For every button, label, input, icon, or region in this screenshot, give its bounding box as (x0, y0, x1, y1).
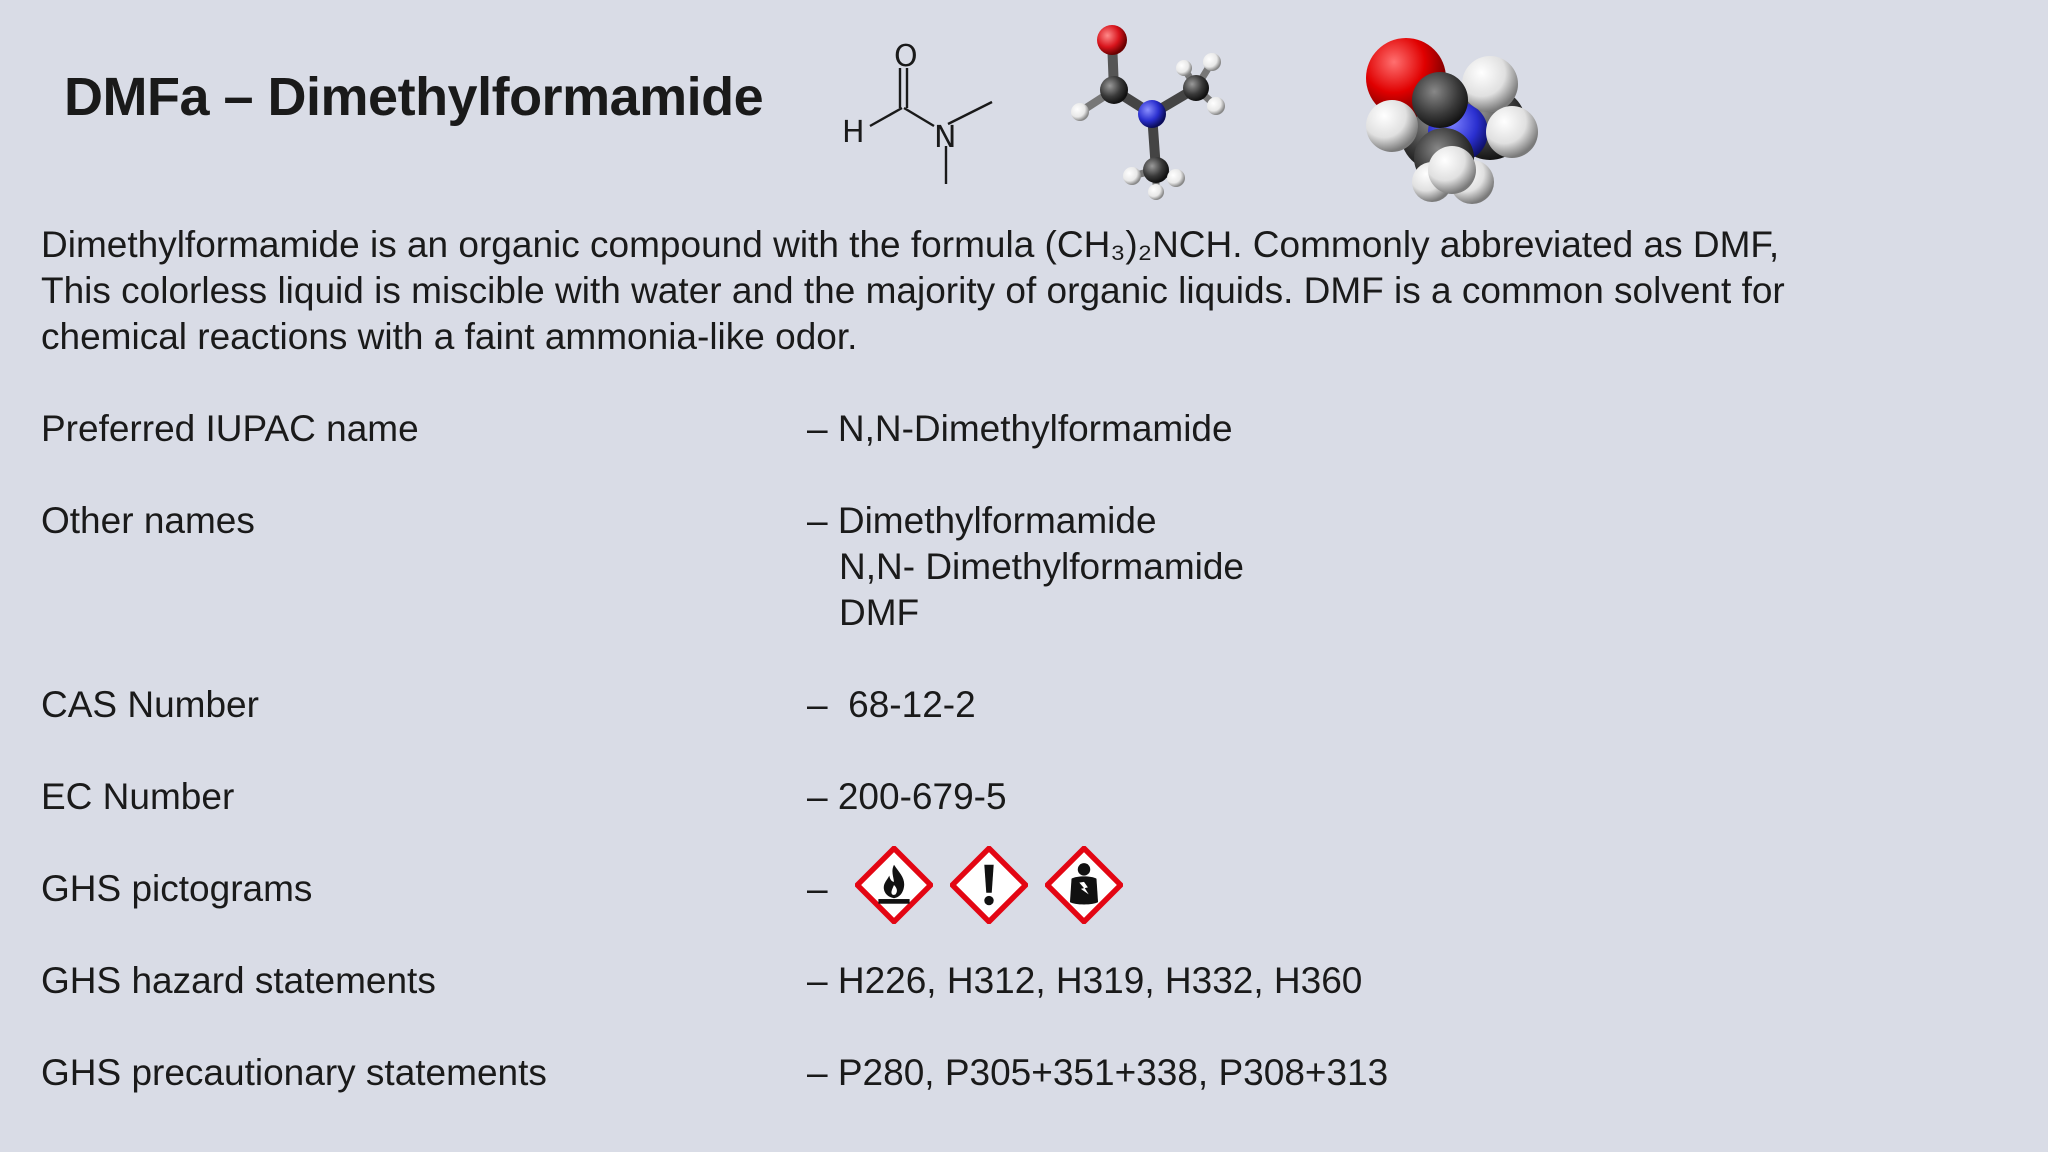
hazard-statements-value: – H226, H312, H319, H332, H360 (807, 960, 1363, 1001)
other-names-values: – Dimethylformamide N,N- Dimethylformami… (807, 498, 1244, 636)
iupac-name-label: Preferred IUPAC name (41, 408, 419, 449)
nitrogen-atom-label: N (934, 120, 956, 155)
hydrogen-atom-label: H (842, 115, 865, 150)
skeletal-structure-diagram: O H N (842, 39, 993, 184)
iupac-name-value: – N,N-Dimethylformamide (807, 408, 1233, 449)
intro-line: Dimethylformamide is an organic compound… (41, 224, 1780, 265)
flame-icon (855, 846, 933, 924)
cas-number-value: – 68-12-2 (807, 684, 976, 725)
ball-and-stick-model (1071, 25, 1225, 200)
other-name-item: – Dimethylformamide (807, 500, 1157, 541)
precautionary-statements-label: GHS precautionary statements (41, 1052, 547, 1093)
exclamation-mark-icon (950, 846, 1028, 924)
ec-number-label: EC Number (41, 776, 235, 817)
ghs-pictograms-dash: – (807, 868, 828, 909)
hazard-statements-label: GHS hazard statements (41, 960, 436, 1001)
intro-line: This colorless liquid is miscible with w… (41, 270, 1785, 311)
ghs-pictograms-label: GHS pictograms (41, 868, 313, 909)
other-name-item: DMF (839, 592, 920, 633)
health-hazard-icon (1045, 846, 1123, 924)
other-names-label: Other names (41, 500, 255, 541)
intro-line: chemical reactions with a faint ammonia-… (41, 316, 858, 357)
precautionary-statements-value: – P280, P305+351+338, P308+313 (807, 1052, 1389, 1093)
ghs-pictograms (855, 846, 1123, 924)
space-filling-model (1366, 38, 1538, 204)
other-name-item: N,N- Dimethylformamide (839, 546, 1245, 587)
cas-number-label: CAS Number (41, 684, 259, 725)
oxygen-atom-label: O (894, 39, 918, 74)
slide-title: DMFa – Dimethylformamide (64, 67, 764, 127)
ec-number-value: – 200-679-5 (807, 776, 1007, 817)
intro-paragraph: Dimethylformamide is an organic compound… (41, 222, 1971, 360)
